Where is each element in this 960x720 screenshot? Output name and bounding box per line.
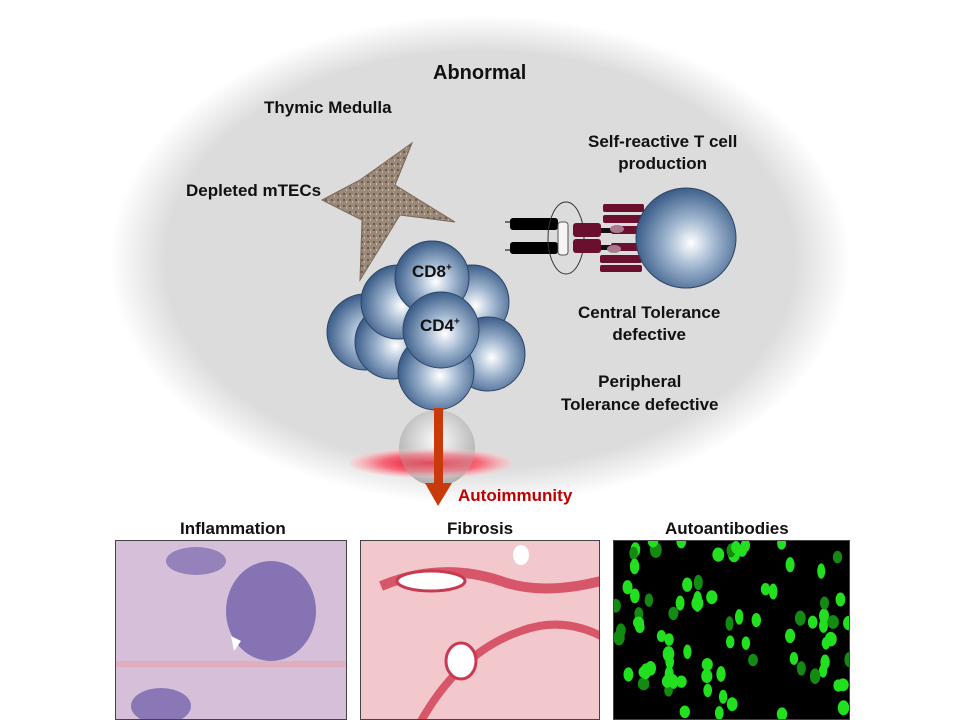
self-reactive-label: Self-reactive T cell production bbox=[588, 131, 737, 175]
nucleus bbox=[661, 674, 673, 688]
nucleus bbox=[789, 652, 799, 665]
panel-title-inflammation: Inflammation bbox=[180, 519, 286, 538]
nucleus bbox=[819, 608, 829, 624]
nucleus bbox=[835, 592, 846, 607]
nucleus bbox=[712, 547, 725, 562]
nucleus bbox=[832, 550, 843, 564]
nucleus bbox=[725, 635, 735, 649]
nucleus bbox=[827, 615, 839, 629]
nucleus bbox=[785, 557, 795, 573]
nucleus bbox=[664, 633, 674, 646]
nucleus bbox=[726, 697, 738, 712]
nucleus bbox=[616, 623, 626, 638]
tcr-mhc-interaction bbox=[505, 187, 737, 289]
nucleus bbox=[777, 541, 787, 550]
nucleus bbox=[821, 636, 831, 650]
cd4-cell bbox=[402, 291, 480, 369]
nucleus bbox=[718, 689, 728, 704]
nucleus bbox=[656, 629, 667, 643]
nucleus bbox=[614, 598, 621, 613]
nucleus bbox=[760, 583, 771, 596]
nucleus bbox=[637, 677, 650, 691]
nucleus bbox=[844, 652, 849, 667]
cd4-text: CD4 bbox=[420, 316, 455, 335]
thymic-medulla-background bbox=[110, 15, 850, 505]
nucleus bbox=[794, 610, 806, 626]
nucleus bbox=[647, 541, 659, 548]
nucleus bbox=[714, 706, 724, 719]
autoimmunity-arrow bbox=[425, 408, 452, 506]
central-line1: Central Tolerance bbox=[578, 303, 721, 322]
nucleus bbox=[768, 583, 778, 600]
nucleus bbox=[809, 668, 821, 685]
nucleus bbox=[837, 678, 849, 692]
nucleus bbox=[629, 546, 638, 560]
nucleus bbox=[820, 596, 829, 610]
self-reactive-t-cell bbox=[635, 187, 737, 289]
nucleus bbox=[683, 644, 692, 660]
nucleus bbox=[706, 590, 718, 605]
nucleus bbox=[640, 663, 651, 680]
nucleus bbox=[776, 707, 788, 719]
nucleus bbox=[807, 615, 818, 629]
nucleus bbox=[741, 636, 751, 650]
nucleus bbox=[737, 544, 748, 557]
peripheral-line1: Peripheral bbox=[598, 372, 682, 391]
nucleus bbox=[693, 574, 703, 591]
inflammation-image bbox=[115, 540, 347, 720]
nucleus bbox=[662, 646, 675, 662]
self-reactive-line2: production bbox=[618, 154, 708, 173]
peripheral-tolerance-label: Peripheral Tolerance defective bbox=[561, 370, 718, 416]
nucleus bbox=[675, 595, 685, 611]
nucleus bbox=[676, 675, 687, 688]
central-tolerance-label: Central Tolerance defective bbox=[578, 302, 720, 346]
nucleus bbox=[622, 580, 633, 595]
nucleus bbox=[679, 705, 690, 719]
depleted-mtecs-label: Depleted mTECs bbox=[186, 181, 322, 200]
nucleus bbox=[734, 609, 744, 625]
nucleus bbox=[725, 616, 734, 631]
nucleus bbox=[837, 700, 849, 716]
cd8-label: CD8+ bbox=[412, 262, 452, 282]
title: Abnormal bbox=[433, 62, 527, 84]
peripheral-line2: Tolerance defective bbox=[561, 395, 719, 414]
nucleus bbox=[644, 593, 654, 607]
nucleus bbox=[701, 669, 713, 684]
cd4-label: CD4+ bbox=[420, 316, 460, 336]
autoantibodies-image bbox=[613, 540, 850, 720]
panel-title-autoantibodies: Autoantibodies bbox=[665, 519, 789, 538]
nucleus bbox=[785, 628, 796, 644]
t-cell-cluster bbox=[326, 240, 526, 411]
nucleus bbox=[676, 541, 687, 549]
nucleus bbox=[632, 616, 645, 629]
mtec-star-cell bbox=[320, 141, 456, 282]
nucleus bbox=[751, 613, 762, 628]
panel-title-fibrosis: Fibrosis bbox=[447, 519, 514, 538]
nucleus bbox=[701, 657, 713, 672]
nucleus bbox=[691, 595, 704, 612]
thymic-medulla-label: Thymic Medulla bbox=[264, 98, 392, 117]
nucleus bbox=[817, 563, 826, 579]
self-reactive-line1: Self-reactive T cell bbox=[588, 132, 738, 151]
nucleus bbox=[629, 558, 640, 575]
nucleus bbox=[630, 588, 640, 604]
nucleus bbox=[623, 667, 634, 682]
nucleus bbox=[748, 653, 758, 667]
nucleus bbox=[682, 577, 693, 592]
fibrosis-image bbox=[360, 540, 600, 720]
nucleus bbox=[820, 654, 830, 670]
nucleus bbox=[668, 606, 679, 621]
nucleus bbox=[703, 683, 713, 698]
cd4-sup: + bbox=[454, 316, 460, 328]
autoimmunity-label: Autoimmunity bbox=[458, 486, 573, 505]
central-line2: defective bbox=[612, 325, 687, 344]
nucleus bbox=[716, 666, 726, 682]
nucleus bbox=[796, 661, 806, 676]
cd8-text: CD8 bbox=[412, 262, 447, 281]
cd8-sup: + bbox=[446, 262, 452, 274]
nucleus bbox=[843, 615, 849, 631]
